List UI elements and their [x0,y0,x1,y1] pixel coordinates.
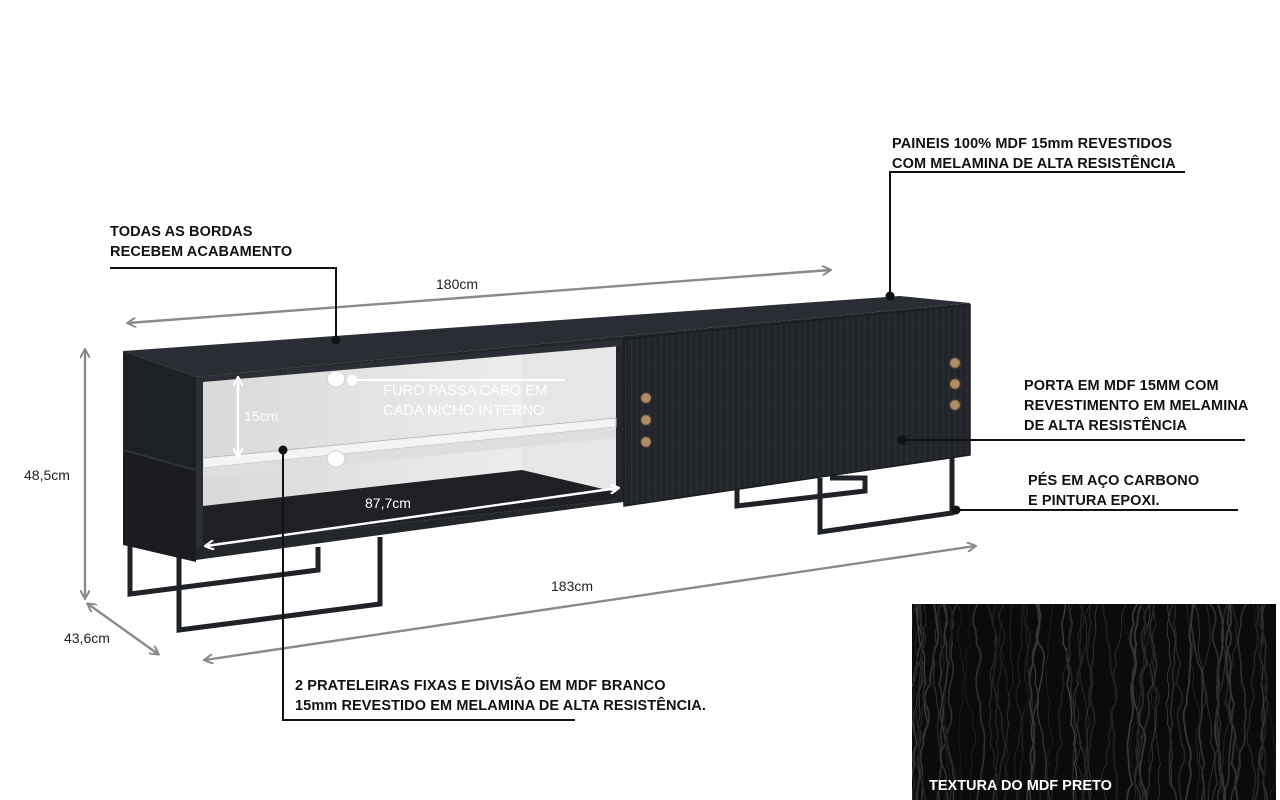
grain-strand [1136,604,1147,800]
grain-strand [1026,604,1045,800]
grain-strand [941,604,957,800]
grain-strand [1230,604,1247,800]
length-top-label: 180cm [436,276,479,292]
grain-strand [937,604,951,800]
grain-strand [1165,604,1177,800]
grain-strand [1225,604,1239,800]
length-bottom-label: 183cm [551,578,594,594]
grain-strand [1133,604,1158,800]
grain-strand [1102,604,1119,800]
grain-strand [1075,604,1092,800]
tv-cabinet [122,296,971,562]
grain-strand [1133,604,1150,800]
depth-label: 43,6cm [64,630,110,646]
grain-strand [915,604,927,800]
inner-dimensions [206,374,618,546]
grain-strand [1172,604,1186,800]
grain-strand [1166,604,1178,800]
cable-hole-annotation: FURO PASSA CABO EM CADA NICHO INTERNO [383,383,548,419]
feet-annotation: PÉS EM AÇO CARBONO E PINTURA EPOXI. [1028,473,1200,509]
wood-grain-pattern [912,604,1276,800]
shelf-gap-label: 15cm [244,408,279,424]
grain-strand [1122,604,1139,800]
grain-strand [916,604,928,800]
grain-strand [914,604,929,800]
panels-annotation: PAINEIS 100% MDF 15mm REVESTIDOS COM MEL… [892,136,1176,172]
grain-strand [1182,604,1194,800]
grain-strand [1077,604,1092,800]
grain-strand [1257,604,1269,800]
grain-strand [939,604,949,800]
grain-strand [956,604,977,800]
grain-strand [1003,604,1014,800]
grain-strand [1013,604,1030,800]
door-handles [640,357,961,448]
grain-strand [1190,604,1206,800]
grain-strand [1032,604,1051,800]
grain-strand [1051,604,1074,800]
grain-strand [1024,604,1042,800]
grain-strand [1193,604,1216,800]
grain-strand [1126,604,1143,800]
grain-strand [1045,604,1054,800]
grain-strand [992,604,1006,800]
niche-width-label: 87,7cm [365,495,411,511]
grain-strand [1015,604,1025,800]
grain-strand [1067,604,1091,800]
grain-strand [1258,604,1268,800]
grain-strand [1246,604,1260,800]
cable-hole-upper [326,370,346,388]
grain-strand [932,604,943,800]
door-annotation: PORTA EM MDF 15MM COM REVESTIMENTO EM ME… [1024,378,1249,434]
shelves-annotation: 2 PRATELEIRAS FIXAS E DIVISÃO EM MDF BRA… [295,678,707,714]
cable-hole-lower [326,450,346,468]
edges-annotation: TODAS AS BORDAS RECEBEM ACABAMENTO [110,224,293,260]
grain-strand [912,604,919,722]
mdf-texture-swatch: TEXTURA DO MDF PRETO [912,604,1276,800]
grain-strand [1209,604,1224,800]
texture-caption: TEXTURA DO MDF PRETO [929,778,1112,794]
grain-strand [1072,604,1084,800]
grain-strand [1085,604,1099,800]
grain-strand [1225,604,1242,800]
grain-strand [1252,604,1276,800]
sliding-door [623,304,971,507]
height-label: 48,5cm [24,467,70,483]
leader-dots [278,291,961,515]
grain-strand [997,604,1010,800]
grain-strand [1129,604,1148,800]
grain-strand [972,604,986,800]
grain-strand [1223,604,1233,800]
leader-lines [110,171,1245,721]
grain-strand [1152,604,1161,800]
dimension-lines [85,270,975,660]
grain-strand [958,604,972,800]
grain-strand [1101,604,1127,800]
grain-strand [1060,604,1078,800]
